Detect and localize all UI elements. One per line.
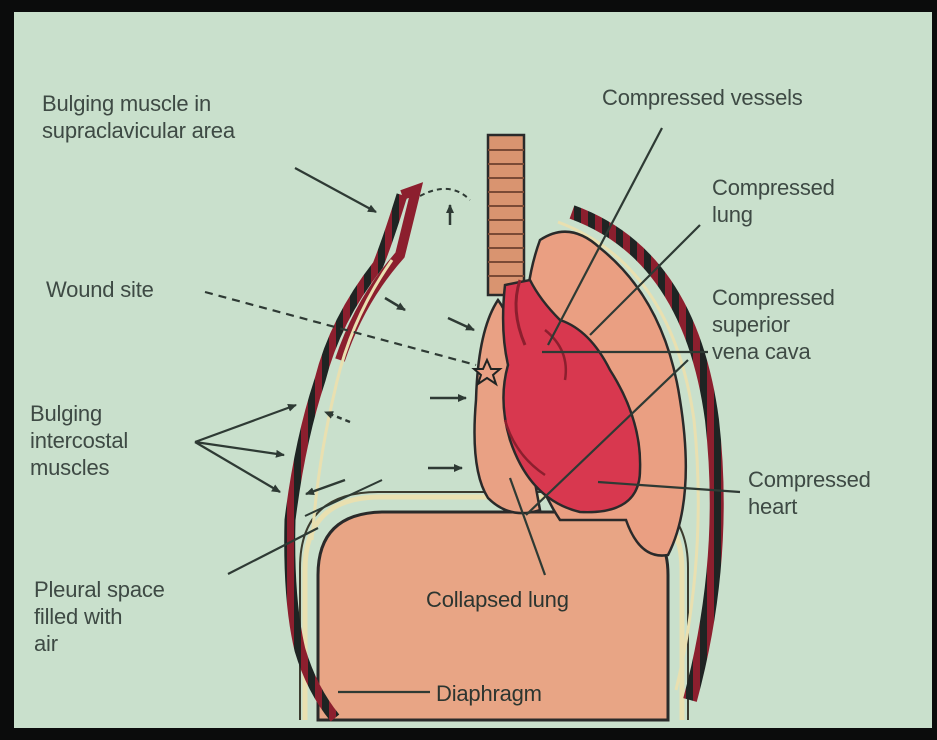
label-compressed-vessels: Compressed vessels xyxy=(602,84,803,111)
label-bulging-intercostal-muscles: Bulging intercostal muscles xyxy=(30,400,128,481)
label-compressed-lung: Compressed lung xyxy=(712,174,835,228)
trachea-shape xyxy=(488,135,524,295)
label-compressed-superior-vena-cava: Compressed superior vena cava xyxy=(712,284,835,365)
label-compressed-heart: Compressed heart xyxy=(748,466,871,520)
label-pleural-space: Pleural space filled with air xyxy=(34,576,165,657)
label-diaphragm: Diaphragm xyxy=(436,680,542,707)
label-bulging-muscle-supraclavicular: Bulging muscle in supraclavicular area xyxy=(42,90,235,144)
label-wound-site: Wound site xyxy=(46,276,154,303)
label-collapsed-lung: Collapsed lung xyxy=(426,586,569,613)
